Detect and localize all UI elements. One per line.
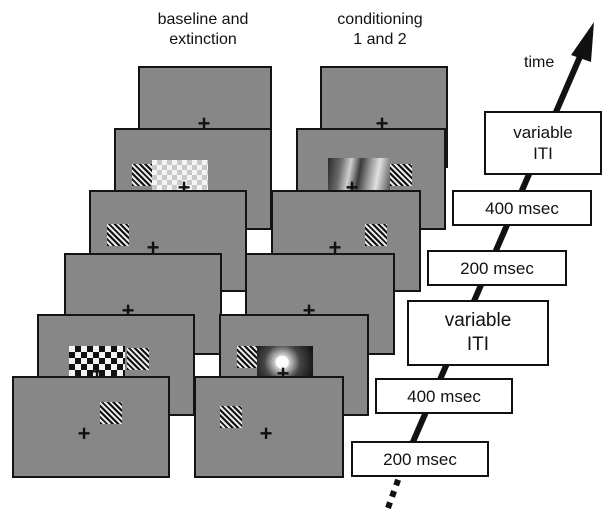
timeline-box-label: variable ITI xyxy=(513,123,573,163)
conditioning-panel-cs-1: + xyxy=(194,376,344,478)
grating-stimulus xyxy=(107,224,129,246)
timeline-box-label: 400 msec xyxy=(485,198,559,218)
timeline-box-label: 200 msec xyxy=(460,258,534,278)
timeline-box-variable-iti-2: variable ITI xyxy=(484,111,602,175)
photo-stimulus xyxy=(328,158,390,190)
checkerboard-stimulus xyxy=(152,160,208,190)
grating-stimulus xyxy=(237,346,259,368)
fixation-cross: + xyxy=(259,421,273,446)
grating-stimulus xyxy=(390,164,412,186)
timeline-box-label: 400 msec xyxy=(407,386,481,406)
grating-stimulus xyxy=(365,224,387,246)
timeline-box-label: 200 msec xyxy=(383,449,457,469)
time-label: time xyxy=(524,54,555,71)
timeline-box-label: variable ITI xyxy=(444,310,512,355)
conditioning-title: conditioning 1 and 2 xyxy=(337,11,423,48)
time-arrow-head xyxy=(571,22,594,62)
timeline-box-400-msec-2: 400 msec xyxy=(452,190,592,226)
fixation-cross: + xyxy=(77,421,91,446)
timeline-box-200-msec-2: 200 msec xyxy=(427,250,567,286)
timeline-box-200-msec-1: 200 msec xyxy=(351,441,489,477)
time-arrow-dotted-tail xyxy=(385,456,409,510)
baseline-panel-cs-1: + xyxy=(12,376,170,478)
grating-stimulus xyxy=(132,164,154,186)
grating-stimulus xyxy=(220,406,242,428)
grating-stimulus xyxy=(127,348,149,370)
timeline-box-variable-iti-1: variable ITI xyxy=(407,300,549,366)
grating-stimulus xyxy=(100,402,122,424)
baseline-extinction-title: baseline and extinction xyxy=(157,11,249,48)
timeline-box-400-msec-1: 400 msec xyxy=(375,378,513,414)
